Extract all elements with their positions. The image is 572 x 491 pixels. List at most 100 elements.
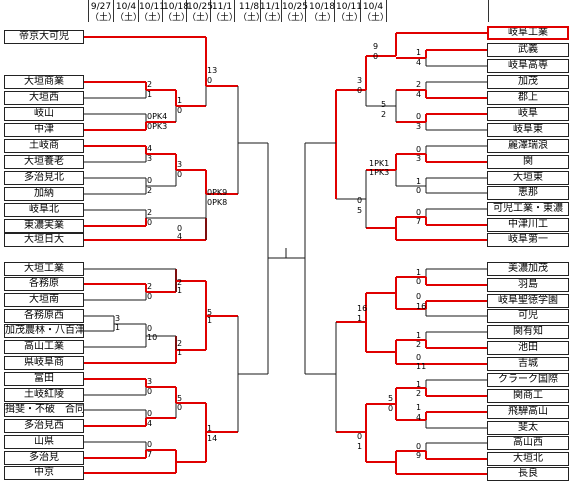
team-box: 富田 [4,372,84,386]
score-label: 3 [416,154,422,163]
score-label: 4 [416,90,422,99]
score-label: 1 [357,442,363,451]
header-separator [281,0,282,22]
score-label: 4 [416,58,422,67]
score-label: 1 [416,331,422,340]
team-box: 加茂 [487,75,569,89]
round-date: 10/25（土） [282,2,309,24]
header-separator [186,0,187,22]
round-date: 11/8（土） [238,2,265,24]
round-day-label: （土） [309,13,337,23]
score-label: 1 [416,48,422,57]
header-separator [334,0,335,22]
round-date: 10/18（土） [163,2,190,24]
round-day-label: （土） [115,13,143,23]
team-box: 大垣商業 [4,75,84,89]
round-date-label: 11/1 [211,2,233,12]
team-box: 高山工業 [4,340,84,354]
score-label: 11 [416,362,427,371]
round-date-label: 11/1 [259,2,281,12]
team-box: 岐阜聖徳学園 [487,294,569,308]
score-label: 16 [416,302,427,311]
team-box: 中津 [4,123,84,137]
round-date-label: 10/4 [115,2,137,12]
score-label: 0 [177,106,183,115]
score-label: 7 [147,450,153,459]
score-label: 1PK3 [369,168,390,177]
round-day-label: （土） [336,13,364,23]
round-date-label: 10/11 [336,2,362,12]
score-label: 0 [416,292,422,301]
score-label: 0 [147,176,153,185]
score-label: 2 [147,208,153,217]
round-date: 10/11（土） [336,2,364,24]
team-box: 加納 [4,187,84,201]
header-separator [488,0,489,22]
score-label: 1 [207,424,213,433]
team-box: 斐太 [487,421,569,435]
round-date-label: 10/11 [139,2,165,12]
team-box: 岐阜第一 [487,233,569,247]
team-box: 岐阜東 [487,123,569,137]
team-box: 多治見 [4,451,84,465]
header-separator [162,0,163,22]
team-box: 大垣北 [487,452,569,466]
round-date-label: 10/25 [187,2,213,12]
score-label: 9 [373,42,379,51]
team-box: 大垣西 [4,91,84,105]
score-label: 0 [416,112,422,121]
round-day-label: （土） [362,13,390,23]
team-box: 多治見北 [4,171,84,185]
score-label: 5 [357,206,363,215]
team-box: クラーク国際 [487,373,569,387]
team-box: 山県 [4,435,84,449]
team-box: 関商工 [487,389,569,403]
header-separator [138,0,139,22]
team-box: 大垣養老 [4,155,84,169]
team-box: 土岐商 [4,139,84,153]
score-label: 0PK4 [147,112,168,121]
score-label: 0PK8 [207,198,228,207]
score-label: 3 [416,122,422,131]
round-date: 10/4（土） [115,2,143,24]
round-day-label: （土） [187,13,215,23]
team-box: 武義 [487,43,569,57]
score-label: 1 [357,314,363,323]
header-separator [260,0,261,22]
score-label: 0 [177,224,183,233]
team-box: 揖斐・不破 合同 [4,403,84,417]
header-separator [88,0,89,22]
score-label: 2 [147,282,153,291]
score-label: 0 [207,76,213,85]
score-label: 0 [416,442,422,451]
score-label: 3 [177,160,183,169]
team-box: 県岐阜商 [4,356,84,370]
round-date-label: 10/4 [362,2,384,12]
score-label: 1 [115,323,121,332]
score-label: 0 [416,208,422,217]
score-label: 4 [147,419,153,428]
header-separator [234,0,235,22]
team-box: 岐阜北 [4,203,84,217]
score-label: 5 [381,100,387,109]
score-label: 0 [147,387,153,396]
score-label: 1 [177,348,183,357]
score-label: 0 [416,353,422,362]
round-date: 11/1（土） [259,2,286,24]
score-label: 14 [207,434,218,443]
score-label: 1 [416,177,422,186]
score-label: 2 [416,80,422,89]
score-label: 3 [115,314,121,323]
team-box: 岐山 [4,107,84,121]
team-box: 多治見西 [4,419,84,433]
team-box: 池田 [487,341,569,355]
score-label: 2 [416,389,422,398]
round-date-label: 11/8 [238,2,260,12]
score-label: 4 [147,144,153,153]
score-label: 1 [416,380,422,389]
score-label: 1PK1 [369,159,390,168]
team-box: 美濃加茂 [487,262,569,276]
team-box: 各務原 [4,277,84,291]
header-separator [210,0,211,22]
